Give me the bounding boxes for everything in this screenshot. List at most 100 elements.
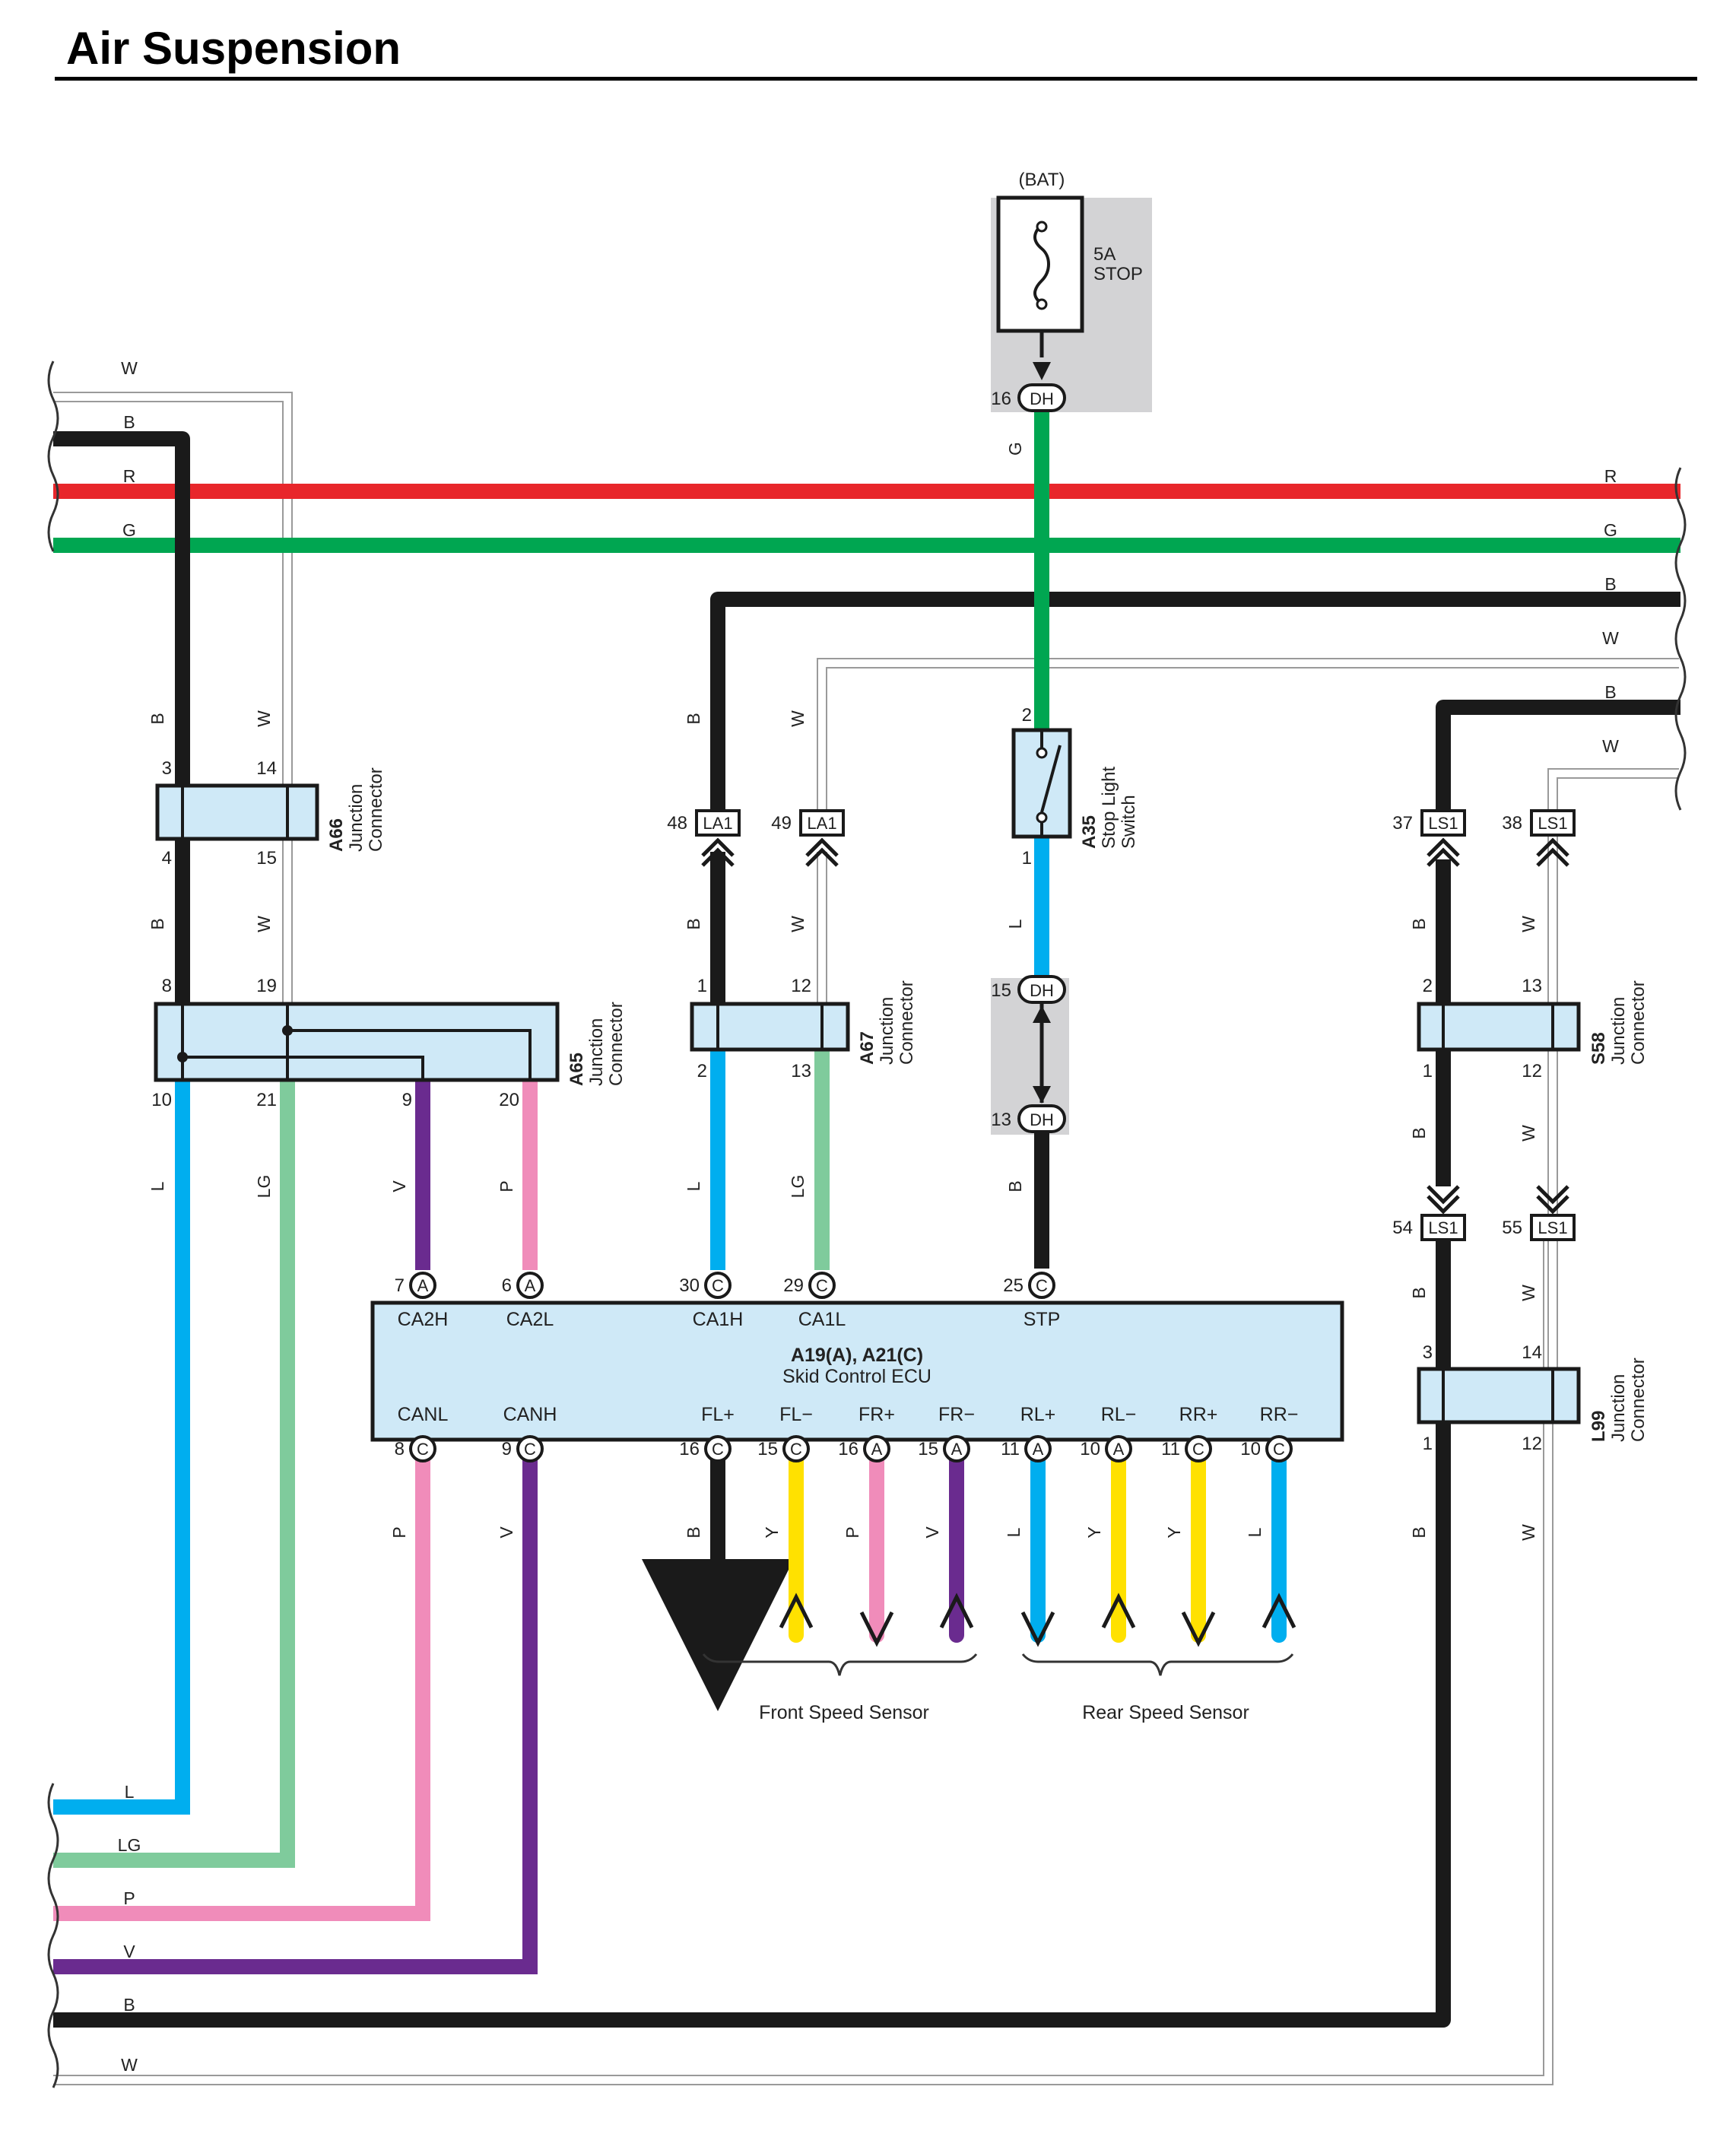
ecu-pin-signal: CA2H <box>398 1309 449 1330</box>
ecu-pin-number: 10 <box>1240 1439 1261 1459</box>
wire-code: B <box>684 713 703 724</box>
wire-code: R <box>123 466 136 486</box>
ecu-pin-circle <box>1105 1435 1132 1462</box>
page-title: Air Suspension <box>66 23 401 74</box>
la1-48-connector: LA1 48 <box>667 809 741 867</box>
ecu-pin-circle <box>943 1435 970 1462</box>
front-sensor-brace <box>702 1653 978 1676</box>
svg-text:Connector: Connector <box>1628 1358 1649 1442</box>
ecu-pin-conn: A <box>1033 1440 1044 1459</box>
wire-code: V <box>922 1526 942 1539</box>
ls1-55-connector: LS1 55 <box>1502 1185 1576 1241</box>
wire-code: L <box>148 1181 167 1191</box>
ecu-pin-circle <box>808 1272 836 1299</box>
ecu-pin-conn: C <box>1192 1440 1204 1459</box>
fuse-icon <box>1033 223 1050 305</box>
wire-code: P <box>497 1180 516 1192</box>
wire-V-CANH <box>53 1456 538 1974</box>
svg-text:LS1: LS1 <box>1538 814 1567 833</box>
svg-text:55: 55 <box>1502 1218 1522 1238</box>
ecu-pin-number: 30 <box>679 1275 700 1296</box>
wire-code: B <box>123 412 135 432</box>
svg-text:Connector: Connector <box>606 1002 627 1086</box>
wire-code: P <box>389 1526 409 1538</box>
ecu-pin-circle <box>1024 1435 1052 1462</box>
wire-code: W <box>1602 736 1619 756</box>
a67-pin-13: 13 <box>791 1061 811 1081</box>
svg-text:A66: A66 <box>326 818 347 852</box>
ecu-pin-circle <box>516 1435 544 1462</box>
ecu-name: A19(A), A21(C) <box>791 1345 923 1366</box>
fuse-rating: 5A <box>1093 244 1116 265</box>
ecu-pin-signal: STP <box>1024 1309 1061 1330</box>
ecu-pin-circle <box>704 1435 732 1462</box>
wire-code: LG <box>788 1175 808 1199</box>
svg-text:LA1: LA1 <box>807 814 836 833</box>
svg-text:54: 54 <box>1392 1218 1413 1238</box>
ecu-box <box>370 1300 1344 1442</box>
wire-code: W <box>121 2055 138 2075</box>
dh16-connector <box>1017 383 1066 412</box>
ecu-pin-signal: CANL <box>398 1404 449 1425</box>
svg-text:38: 38 <box>1502 813 1522 834</box>
ecu-pin-circle <box>1265 1435 1293 1462</box>
ecu-pin-number: 6 <box>502 1275 512 1296</box>
ecu-pin-conn: A <box>1113 1440 1125 1459</box>
ecu-pin-conn: C <box>417 1440 429 1459</box>
a67-pin-1: 1 <box>697 976 707 996</box>
dh13-connector <box>1017 1104 1066 1133</box>
svg-text:Junction: Junction <box>1608 997 1629 1065</box>
ecu-pin-circle <box>1185 1435 1212 1462</box>
ecu-pin-circle <box>1028 1272 1055 1299</box>
ecu-pin-conn: C <box>1273 1440 1285 1459</box>
l99-pin-3: 3 <box>1423 1342 1433 1363</box>
svg-text:Junction: Junction <box>1608 1374 1629 1442</box>
ecu-pin-signal: RR− <box>1260 1404 1299 1425</box>
svg-text:LS1: LS1 <box>1538 1218 1567 1237</box>
wire-code: W <box>1519 1285 1538 1301</box>
wire-code: B <box>123 1995 135 2015</box>
ecu-pin-circle <box>704 1272 732 1299</box>
wire-code: W <box>788 916 808 932</box>
wire-break-right <box>1674 467 1687 811</box>
wire-code: V <box>389 1180 409 1193</box>
a65-pin-21: 21 <box>256 1090 277 1110</box>
wire-code: R <box>1604 466 1617 486</box>
wire-code: Y <box>1164 1526 1184 1538</box>
ecu-pin-conn: A <box>951 1440 963 1459</box>
wire-code: W <box>1602 628 1619 648</box>
wire-code: W <box>254 710 274 727</box>
ecu-desc: Skid Control ECU <box>782 1366 931 1387</box>
svg-text:Junction: Junction <box>346 784 367 852</box>
rear-speed-sensor-label: Rear Speed Sensor <box>1082 1702 1249 1723</box>
wire-code: B <box>1005 1180 1025 1192</box>
fuse-box <box>996 195 1084 333</box>
wire-code: LG <box>118 1835 141 1855</box>
ecu-pin-conn: C <box>712 1276 724 1295</box>
front-speed-sensor-label: Front Speed Sensor <box>759 1702 929 1723</box>
ls1-38-connector: LS1 38 <box>1502 809 1576 867</box>
wire-code: W <box>254 916 274 932</box>
ecu-pin-conn: A <box>417 1276 429 1295</box>
fuse-source: (BAT) <box>1019 170 1065 190</box>
wire-code: B <box>684 1526 703 1538</box>
ecu-pin-number: 29 <box>783 1275 804 1296</box>
ecu-pin-circle <box>409 1435 436 1462</box>
ecu-pin-signal: RL+ <box>1020 1404 1056 1425</box>
wire-code: W <box>1519 1125 1538 1142</box>
wire-code: B <box>1409 1526 1429 1538</box>
a67-pin-2: 2 <box>697 1061 707 1081</box>
a65-pin-19: 19 <box>256 976 277 996</box>
wire-code: G <box>1005 442 1025 456</box>
wire-code: P <box>843 1526 862 1538</box>
dh15-code: DH <box>1030 981 1054 1000</box>
ecu-pin-conn: A <box>525 1276 536 1295</box>
wire-code: B <box>1409 1127 1429 1139</box>
wire-code: Y <box>1084 1526 1104 1538</box>
s58-pin-12: 12 <box>1522 1061 1542 1081</box>
svg-text:A35: A35 <box>1079 815 1100 849</box>
l99-pin-1: 1 <box>1423 1434 1433 1454</box>
